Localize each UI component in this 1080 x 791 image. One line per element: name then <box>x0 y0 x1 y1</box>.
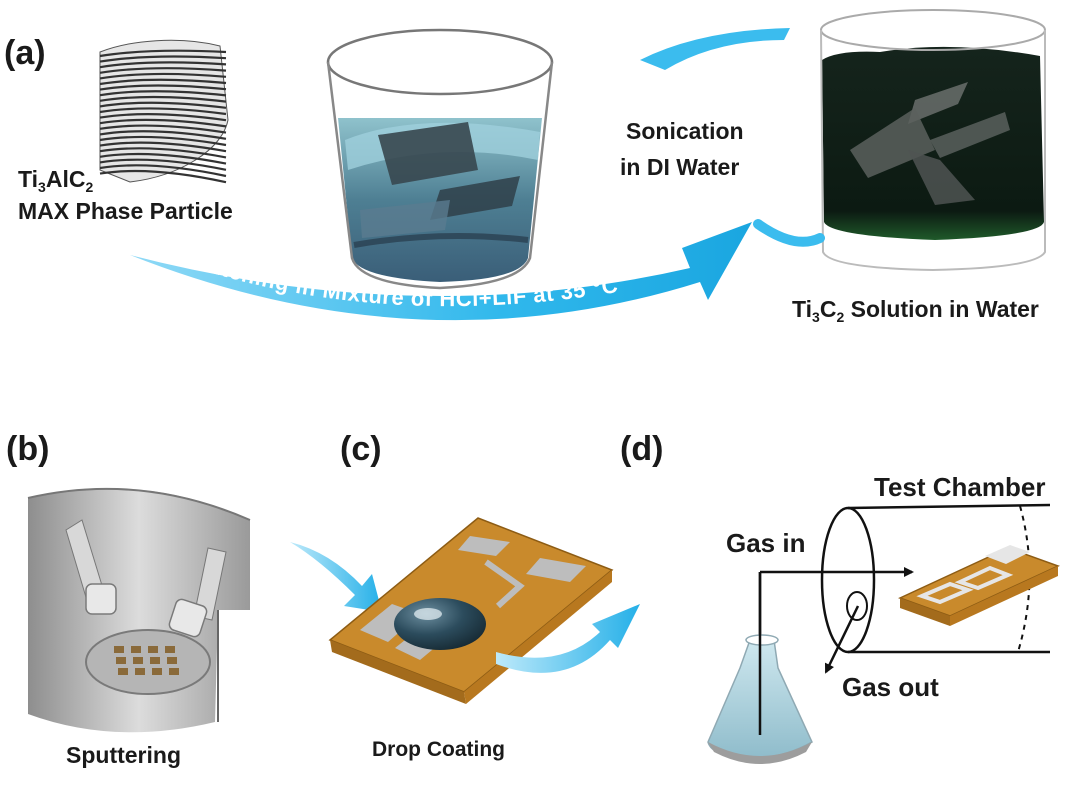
max-phase-particle <box>99 39 229 184</box>
sonication-line-1: Sonication <box>626 118 744 144</box>
ti3c2-solution-container <box>820 9 1046 272</box>
panel-label-c: (c) <box>340 430 382 468</box>
gas-in-label: Gas in <box>726 528 806 558</box>
max-phase-formula: Ti3AlC2 <box>18 166 94 195</box>
drop-coating-sensor <box>290 517 640 704</box>
etching-beaker <box>326 28 554 290</box>
drop-coating-caption: Drop Coating <box>372 738 505 761</box>
gas-out-label: Gas out <box>842 672 939 702</box>
max-phase-caption: MAX Phase Particle <box>18 198 233 224</box>
sputtering-chamber <box>27 487 251 733</box>
test-chamber-label: Test Chamber <box>874 472 1046 502</box>
panel-label-d: (d) <box>620 430 664 468</box>
sonication-arrow <box>640 28 825 247</box>
sonication-line-2: in DI Water <box>620 154 740 180</box>
panel-label-a: (a) <box>4 34 46 72</box>
gas-test-setup <box>707 503 1060 764</box>
panel-label-b: (b) <box>6 430 50 468</box>
sputtering-caption: Sputtering <box>66 742 181 768</box>
ti3c2-solution-caption: Ti3C2 Solution in Water <box>792 296 1039 325</box>
